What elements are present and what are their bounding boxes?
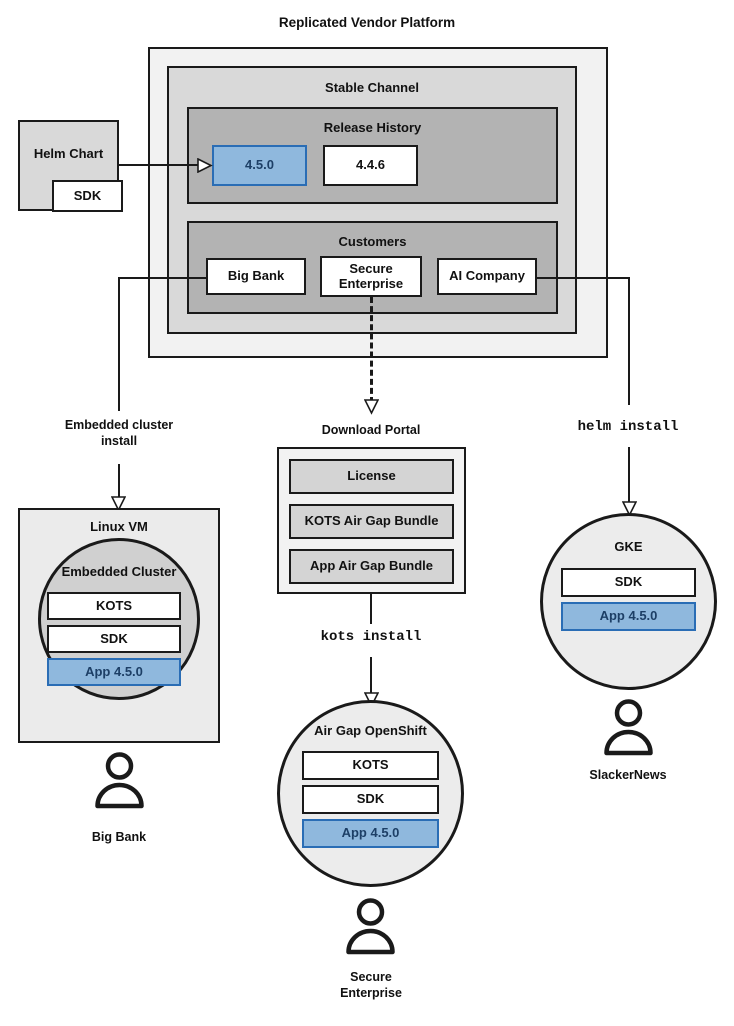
embedded-cluster-title: Embedded Cluster xyxy=(61,564,177,579)
arrowhead-helm-install xyxy=(622,501,637,517)
release-box-4-5-0[interactable]: 4.5.0 xyxy=(212,145,307,186)
connector-helm-install-shaft xyxy=(628,447,630,505)
user-label-big-bank: Big Bank xyxy=(91,830,147,844)
customers-title: Customers xyxy=(338,234,407,249)
gke-component-app[interactable]: App 4.5.0 xyxy=(561,602,696,631)
user-icon xyxy=(346,898,395,955)
user-label-secure-enterprise: Secure Enterprise xyxy=(340,970,402,1000)
openshift-component-kots[interactable]: KOTS xyxy=(302,751,439,780)
download-artifact-kots-air-gap-bundle[interactable]: KOTS Air Gap Bundle xyxy=(289,504,454,539)
gke-title: GKE xyxy=(614,539,643,554)
openshift-component-sdk[interactable]: SDK xyxy=(302,785,439,814)
openshift-component-app[interactable]: App 4.5.0 xyxy=(302,819,439,848)
customer-box-ai-company[interactable]: AI Company xyxy=(437,258,537,295)
linux-vm-title: Linux VM xyxy=(90,519,148,534)
connector-secure-enterprise-dashed xyxy=(370,297,373,403)
release-box-4-4-6[interactable]: 4.4.6 xyxy=(323,145,418,186)
connector-portal-to-kots-install xyxy=(370,594,372,624)
user-icon xyxy=(604,699,653,756)
linux-vm-component-app[interactable]: App 4.5.0 xyxy=(47,658,181,686)
arrowhead-embedded-install xyxy=(111,496,126,512)
customer-box-secure-enterprise[interactable]: Secure Enterprise xyxy=(320,256,422,297)
helm-chart-label: Helm Chart xyxy=(33,146,104,162)
label-helm-install: helm install xyxy=(577,419,679,435)
arrowhead-helm-to-release xyxy=(197,158,213,173)
connector-bigbank-horizontal xyxy=(118,277,208,279)
gke-circle xyxy=(540,513,717,690)
download-artifact-app-air-gap-bundle[interactable]: App Air Gap Bundle xyxy=(289,549,454,584)
stable-channel-title: Stable Channel xyxy=(325,80,419,95)
label-embedded-cluster-install: Embedded cluster install xyxy=(64,418,174,448)
linux-vm-component-kots[interactable]: KOTS xyxy=(47,592,181,620)
linux-vm-component-sdk[interactable]: SDK xyxy=(47,625,181,653)
label-kots-install: kots install xyxy=(320,629,422,645)
air-gap-openshift-title: Air Gap OpenShift xyxy=(314,723,427,738)
release-history-title: Release History xyxy=(323,120,422,135)
user-icon xyxy=(95,752,144,809)
page-title: Replicated Vendor Platform xyxy=(278,15,456,30)
gke-component-sdk[interactable]: SDK xyxy=(561,568,696,597)
connector-ai-company-horizontal xyxy=(535,277,630,279)
helm-chart-sdk-box[interactable]: SDK xyxy=(52,180,123,212)
arrowhead-download-portal xyxy=(364,399,379,415)
download-artifact-license[interactable]: License xyxy=(289,459,454,494)
connector-ai-company-vertical xyxy=(628,277,630,405)
user-label-slackernews: SlackerNews xyxy=(589,768,667,782)
connector-embedded-install-arrow-shaft xyxy=(118,464,120,500)
connector-helm-to-release xyxy=(119,164,201,166)
customer-box-big-bank[interactable]: Big Bank xyxy=(206,258,306,295)
arrowhead-kots-install xyxy=(364,692,379,708)
connector-kots-install-shaft xyxy=(370,657,372,697)
connector-bigbank-vertical xyxy=(118,277,120,411)
download-portal-title: Download Portal xyxy=(321,423,421,437)
